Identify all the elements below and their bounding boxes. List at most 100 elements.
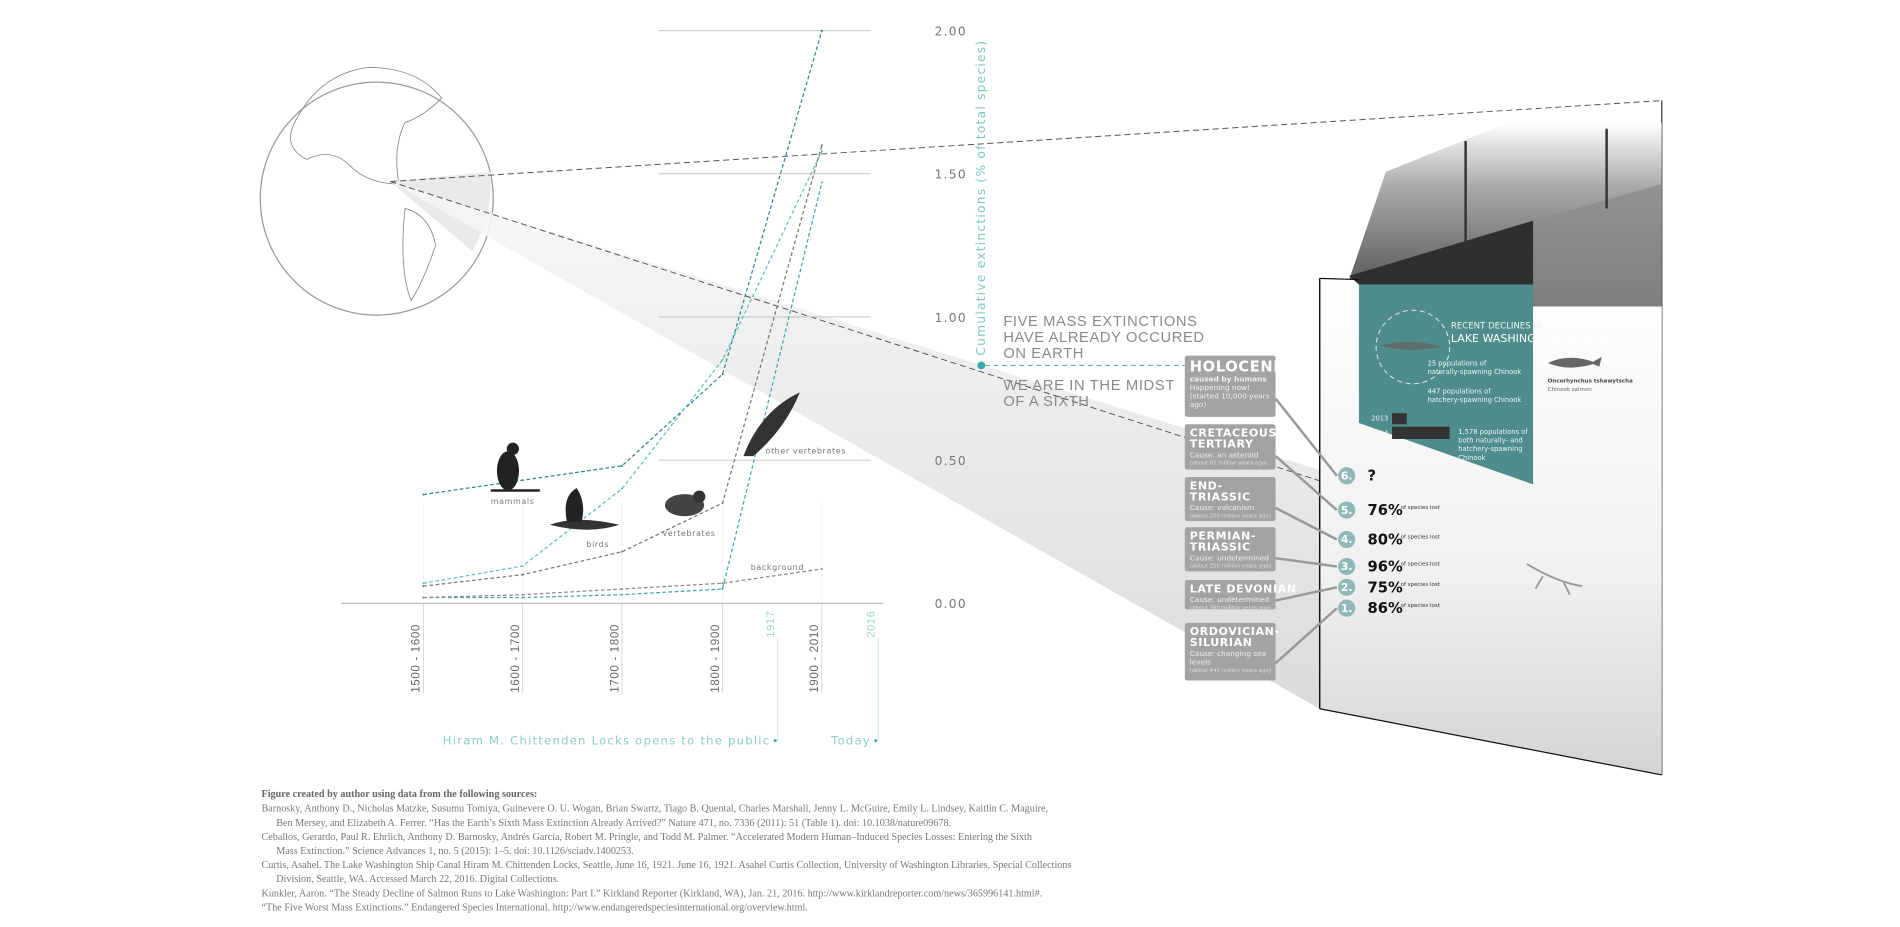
species-lost-percent: 86% bbox=[1368, 600, 1403, 617]
species-lost-label: of species lost bbox=[1401, 582, 1441, 588]
species-lost-percent: 76% bbox=[1368, 502, 1403, 519]
extinction-detail: (started 10,000 years bbox=[1190, 392, 1270, 401]
extinction-number: 3. bbox=[1341, 560, 1353, 573]
x-tick-label: 1500 - 1600 bbox=[410, 624, 423, 693]
other-vertebrate-illustration-fish: other vertebrates bbox=[743, 392, 846, 457]
citation-line: Curtis, Asahel. The Lake Washington Ship… bbox=[261, 860, 1071, 871]
data-point bbox=[621, 593, 623, 596]
extinction-title: TERTIARY bbox=[1190, 438, 1254, 451]
citation-line: Barnosky, Anthony D., Nicholas Matzke, S… bbox=[261, 804, 1048, 815]
callout-connector bbox=[1274, 607, 1338, 665]
marker-year-label: 2016 bbox=[866, 611, 878, 638]
data-point bbox=[820, 144, 823, 147]
extinction-cause: Cause: undetermined bbox=[1190, 553, 1269, 562]
callout-connector bbox=[1275, 556, 1338, 568]
marker-dot bbox=[773, 739, 777, 743]
data-point bbox=[521, 593, 524, 596]
citation-line: Kunkler, Aaron. “The Steady Decline of S… bbox=[261, 888, 1042, 899]
data-point bbox=[422, 493, 425, 496]
citation-line: Ben Mersey, and Elizabeth A. Ferrer. “Ha… bbox=[276, 818, 951, 829]
species-lost-label: of species lost bbox=[1401, 534, 1441, 540]
marker-label-today: Today bbox=[830, 733, 871, 747]
series-line-background bbox=[423, 568, 822, 599]
extinction-cause: Cause: changing sea bbox=[1190, 649, 1266, 658]
extinction-box bbox=[1184, 355, 1276, 417]
extinction-title: HOLOCENE bbox=[1190, 359, 1284, 376]
data-point bbox=[721, 582, 724, 585]
extinction-detail: (about 200 million years ago) bbox=[1190, 513, 1271, 519]
note-line: HAVE ALREADY OCCURED bbox=[1003, 330, 1204, 346]
y-tick-label: 2.00 bbox=[935, 25, 967, 39]
data-point bbox=[422, 585, 425, 588]
series-label-vertebrates: vertebrates bbox=[662, 529, 715, 538]
extinction-detail: (about 440 million years ago) bbox=[1190, 668, 1271, 674]
extinction-number-badge bbox=[1338, 530, 1356, 549]
y-tick-label: 0.00 bbox=[935, 597, 967, 611]
salmon-stat: 447 populations of bbox=[1428, 388, 1492, 396]
vertebrate-illustration-frog: vertebrates bbox=[662, 490, 715, 538]
callout-connector bbox=[1274, 455, 1338, 512]
data-point bbox=[521, 573, 524, 576]
extinction-box bbox=[1184, 476, 1276, 522]
series-line-mammals bbox=[423, 30, 823, 496]
data-point bbox=[621, 464, 623, 467]
series-line-birds bbox=[423, 150, 823, 584]
series-label-other-vertebrates: other vertebrates bbox=[765, 447, 846, 456]
series-label-mammals: mammals bbox=[491, 497, 535, 506]
data-point bbox=[521, 479, 524, 482]
citation-line: Mass Extinction.” Science Advances 1, no… bbox=[276, 846, 633, 857]
data-point bbox=[422, 582, 425, 585]
x-tick-label: 1800 - 1900 bbox=[709, 624, 722, 693]
species-lost-label: of species lost bbox=[1401, 603, 1441, 609]
mammal-illustration-seal: mammals bbox=[491, 442, 540, 506]
projection-line-top bbox=[390, 100, 1662, 182]
lake-washington-panel: RECENT DECLINES IN LAKE WASHINGTON SALMO… bbox=[1318, 122, 1662, 776]
note-line: OF A SIXTH bbox=[1003, 394, 1089, 410]
x-tick-label: 1900 - 2010 bbox=[808, 624, 821, 693]
extinction-detail: Happening now! bbox=[1190, 383, 1250, 392]
x-tick-label: 1700 - 1800 bbox=[608, 624, 621, 693]
background-series-label: background bbox=[751, 563, 804, 572]
extinction-detail: (about 360 million years ago) bbox=[1190, 605, 1271, 611]
salmon-stat: naturally-spawning Chinook bbox=[1428, 368, 1522, 376]
extinction-cause: Cause: undetermined bbox=[1190, 595, 1269, 604]
salmon-title: RECENT DECLINES IN bbox=[1451, 322, 1542, 332]
extinction-number: 4. bbox=[1341, 533, 1353, 546]
y-tick-label: 1.50 bbox=[935, 168, 967, 182]
data-point bbox=[820, 149, 823, 152]
chinook-salmon-illustration bbox=[1547, 356, 1602, 368]
x-tick-label: 1600 - 1700 bbox=[509, 624, 522, 693]
data-point bbox=[621, 550, 623, 553]
extinction-cause: Cause: volcanism bbox=[1190, 503, 1255, 512]
extinction-title: CRETACEOUS- bbox=[1190, 427, 1282, 440]
callout-connector bbox=[1275, 586, 1338, 602]
year-label: 2013 bbox=[1371, 415, 1388, 423]
year-label: 2014 bbox=[1371, 429, 1388, 437]
species-lost-percent: 75% bbox=[1368, 579, 1403, 596]
callout-connector bbox=[1274, 397, 1338, 477]
data-point bbox=[721, 358, 724, 361]
extinction-box bbox=[1184, 579, 1276, 610]
salmon-stat: hatchery-spawning bbox=[1458, 445, 1522, 453]
y-axis-label: Cumulative extinctions (% of total speci… bbox=[974, 40, 988, 356]
bar-2013 bbox=[1392, 413, 1407, 425]
fossil-reptile-illustration bbox=[1526, 563, 1583, 596]
note-line: WE ARE IN THE MIDST bbox=[1003, 378, 1175, 394]
salmon-stat: Chinook bbox=[1458, 454, 1485, 462]
citations: Figure created by author using data from… bbox=[261, 789, 1071, 913]
extinction-cause: caused by humans bbox=[1190, 374, 1268, 383]
extinction-number-badge bbox=[1338, 501, 1356, 519]
species-lost-percent: ? bbox=[1368, 468, 1377, 485]
species-lost-percent: 96% bbox=[1368, 558, 1403, 575]
continent-outline bbox=[290, 67, 443, 302]
globe bbox=[259, 67, 494, 316]
bar-2014 bbox=[1392, 426, 1450, 439]
species-lost-percent: 80% bbox=[1368, 531, 1403, 548]
species-lost-label: of species lost bbox=[1401, 505, 1441, 511]
series-label-birds: birds bbox=[586, 540, 609, 549]
marker-label-locks: Hiram M. Chittenden Locks opens to the p… bbox=[443, 733, 771, 747]
extinction-title: TRIASSIC bbox=[1190, 541, 1251, 554]
